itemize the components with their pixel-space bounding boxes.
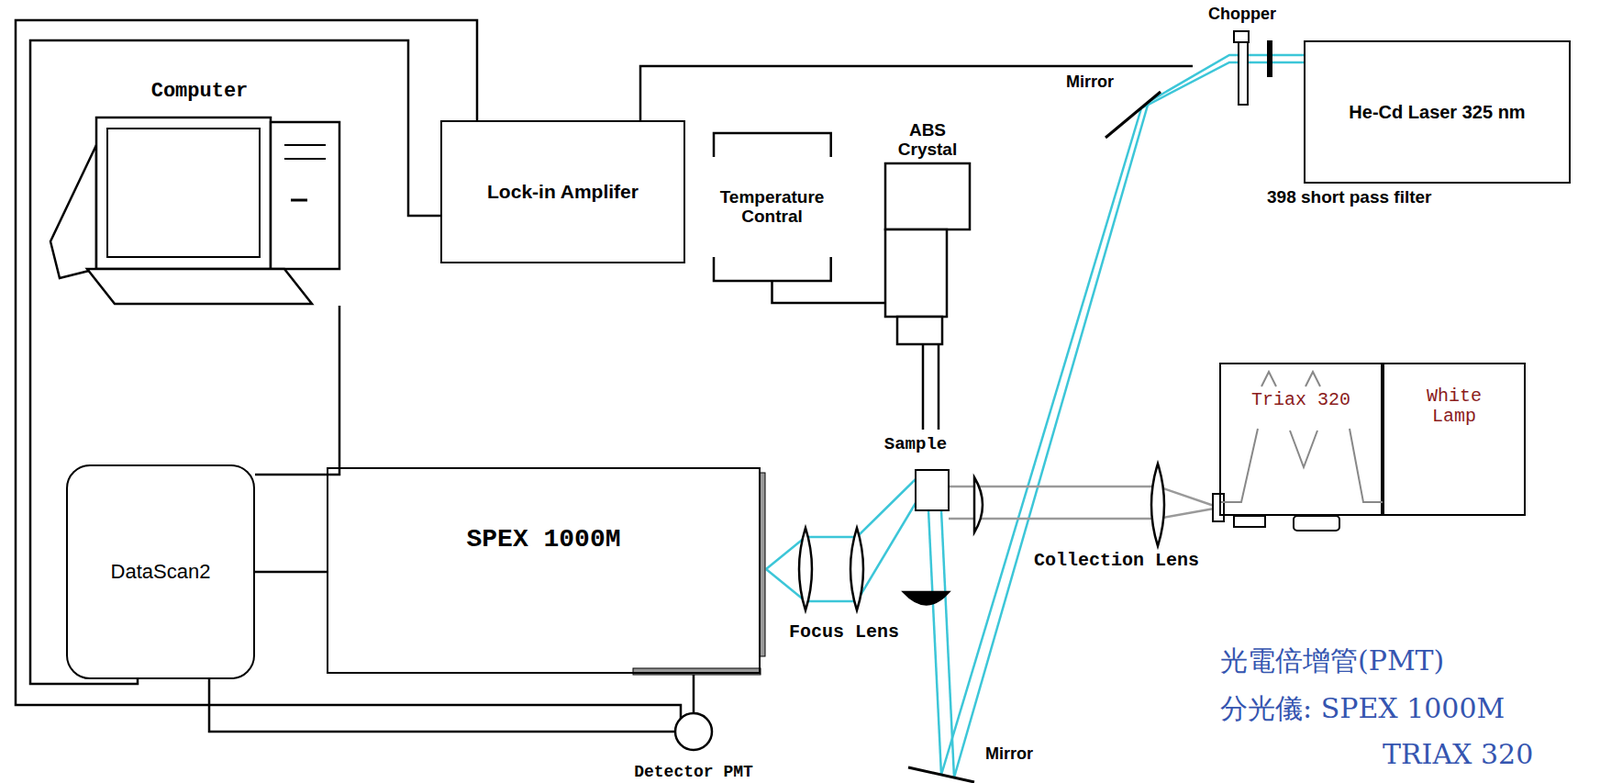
cryostat: ABS Crystal bbox=[885, 119, 970, 345]
lens bbox=[974, 477, 983, 533]
cryostat-drawing bbox=[897, 316, 943, 345]
cold-finger bbox=[937, 344, 941, 430]
lens bbox=[799, 463, 1165, 611]
node-label: He-Cd Laser 325 nm bbox=[1348, 101, 1525, 123]
probe-beam bbox=[948, 486, 1220, 508]
probe-beam bbox=[948, 507, 1220, 519]
triax-housing bbox=[1212, 493, 1224, 522]
detector-circle: Detector PMT bbox=[624, 711, 763, 782]
cold-finger bbox=[922, 344, 939, 430]
triax-housing bbox=[1293, 515, 1340, 531]
detector-mount bbox=[633, 472, 766, 675]
node-label: Computer bbox=[151, 80, 249, 103]
note-text: TRIAX 320 bbox=[1380, 738, 1535, 769]
lens bbox=[799, 527, 812, 611]
spectrometer-box-drawing bbox=[1221, 371, 1385, 502]
computer-icon-drawing bbox=[96, 117, 271, 269]
computer-icon-drawing bbox=[87, 268, 312, 304]
cryostat-drawing bbox=[885, 163, 970, 230]
spectrometer-box-outline bbox=[328, 468, 763, 676]
computer-icon-drawing bbox=[284, 157, 326, 160]
computer-icon-drawing bbox=[50, 144, 97, 278]
signal-wire bbox=[30, 40, 441, 684]
laser-beam bbox=[954, 101, 1149, 778]
mirror bbox=[908, 766, 975, 782]
note-text: 光電倍增管(PMT) bbox=[1218, 644, 1446, 676]
laser-beam bbox=[766, 478, 916, 569]
sample-holder-drawing bbox=[915, 469, 949, 511]
node-label: Triax 320 bbox=[1251, 389, 1351, 411]
laser-beam bbox=[1141, 62, 1304, 109]
computer-icon-outline bbox=[50, 80, 349, 306]
temperature-controller: Temperature Contral bbox=[713, 133, 832, 281]
computer-icon-drawing bbox=[284, 144, 326, 146]
node-label: ABS Crystal bbox=[898, 121, 957, 160]
cold-finger bbox=[922, 344, 925, 430]
spectrometer-box: Triax 320 bbox=[1219, 362, 1383, 516]
laser-beam bbox=[941, 510, 955, 778]
filter-label: 398 short pass filter bbox=[1265, 188, 1434, 208]
computer-icon-drawing bbox=[270, 122, 340, 269]
detector-circle-drawing bbox=[675, 712, 712, 750]
cryostat-drawing bbox=[885, 229, 947, 317]
controller-box: DataScan2 bbox=[66, 464, 256, 679]
triax-housing bbox=[1233, 515, 1266, 527]
triax-housing bbox=[1212, 493, 1340, 531]
node-label: White Lamp bbox=[1426, 386, 1482, 427]
node-label: Sample bbox=[884, 434, 947, 455]
spectrometer-box-outline bbox=[1221, 364, 1385, 518]
mirror-label: Mirror bbox=[1064, 73, 1116, 92]
mirror bbox=[1105, 91, 1161, 138]
sample-holder: Sample bbox=[871, 431, 960, 514]
signal-wire bbox=[15, 20, 681, 719]
signal-wire bbox=[640, 66, 1193, 121]
signal-wire bbox=[772, 280, 887, 303]
temperature-controller-drawing bbox=[713, 133, 832, 281]
chopper-drawing bbox=[1233, 31, 1249, 43]
short-pass-filter bbox=[1266, 40, 1273, 78]
computer-icon-drawing bbox=[107, 128, 260, 257]
laser-beam bbox=[941, 108, 1142, 775]
node-label: Detector PMT bbox=[633, 763, 754, 782]
chopper-drawing bbox=[1238, 42, 1248, 105]
sample-holder-drawing bbox=[915, 469, 949, 511]
mirror-label: Mirror bbox=[983, 744, 1035, 764]
signal-wire bbox=[255, 305, 340, 475]
node-label: DataScan2 bbox=[111, 560, 212, 583]
laser-beam bbox=[766, 502, 916, 601]
node-label: Temperature Contral bbox=[720, 188, 825, 227]
chopper-drawing bbox=[1233, 31, 1249, 105]
computer-icon-drawing bbox=[290, 199, 308, 202]
spectrometer-box-drawing bbox=[1221, 428, 1385, 502]
temperature-controller-drawing bbox=[713, 133, 832, 281]
computer-icon: Computer bbox=[50, 80, 349, 306]
lamp-box: White Lamp bbox=[1382, 362, 1526, 516]
laser-beam bbox=[928, 510, 942, 775]
laser-box: He-Cd Laser 325 nm bbox=[1303, 40, 1571, 184]
lens bbox=[903, 591, 949, 605]
note-text: 分光儀: SPEX 1000M bbox=[1218, 692, 1507, 723]
chopper: Chopper bbox=[1192, 5, 1292, 105]
detector-mount bbox=[692, 674, 696, 713]
lens-label: Collection Lens bbox=[1032, 550, 1201, 571]
amplifier-box: Lock-in Amplifer bbox=[440, 120, 686, 264]
computer-icon-drawing bbox=[50, 117, 340, 304]
lens-label: Focus Lens bbox=[787, 622, 901, 643]
cryostat-drawing bbox=[885, 163, 970, 345]
node-label: Chopper bbox=[1208, 5, 1277, 24]
lens bbox=[850, 527, 864, 611]
probe-beam bbox=[948, 486, 1220, 519]
signal-wire bbox=[255, 570, 327, 574]
spectrometer-box-drawing bbox=[1261, 371, 1321, 387]
lens bbox=[1151, 463, 1165, 546]
node-label: SPEX 1000M bbox=[466, 525, 621, 555]
spectrometer-box: SPEX 1000M bbox=[326, 466, 761, 674]
detector-circle-drawing bbox=[675, 712, 712, 750]
node-label: Lock-in Amplifer bbox=[487, 180, 639, 202]
